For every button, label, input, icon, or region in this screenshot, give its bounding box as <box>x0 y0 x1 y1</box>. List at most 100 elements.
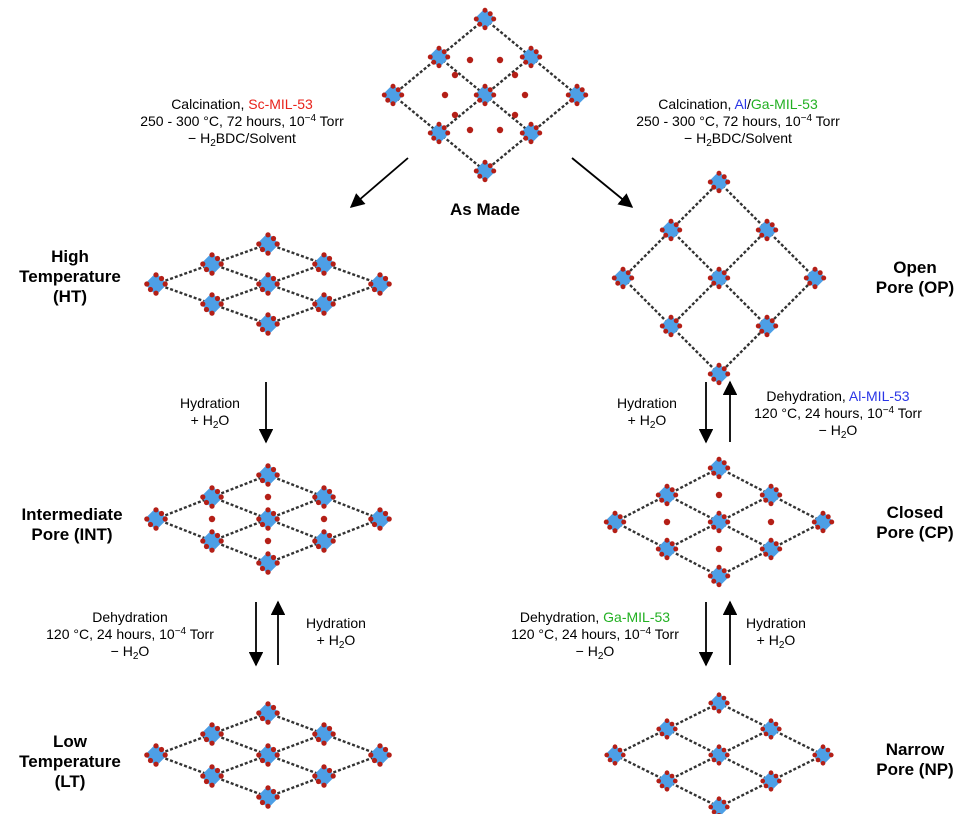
linker <box>267 242 325 266</box>
metal-node <box>760 718 782 740</box>
oxygen-atom <box>209 292 215 298</box>
metal-node <box>708 744 730 766</box>
oxygen-atom <box>203 306 210 313</box>
oxygen-atom <box>144 516 150 522</box>
oxygen-atom <box>214 295 221 302</box>
oxygen-atom <box>615 280 621 286</box>
oxygen-atom <box>487 87 493 93</box>
oxygen-atom <box>721 799 727 805</box>
pressure-exponent: −4 <box>882 405 895 416</box>
oxygen-atom <box>487 11 493 17</box>
water-molecule <box>466 126 474 134</box>
oxygen-atom <box>807 280 813 286</box>
pressure-exponent: −4 <box>800 113 813 124</box>
oxygen-atom <box>477 97 483 103</box>
oxygen-atom <box>473 168 479 174</box>
oxygen-atom <box>707 275 713 281</box>
oxygen-atom <box>655 492 661 498</box>
linker <box>666 466 720 497</box>
open-pore-label: Open Pore (OP) <box>860 258 970 298</box>
oxygen-atom <box>664 537 670 543</box>
metal-node <box>708 692 730 714</box>
oxygen-atom <box>812 752 818 758</box>
oxygen-atom <box>209 503 215 509</box>
metal-node <box>256 312 280 336</box>
metal-node <box>312 529 336 553</box>
metal-node <box>707 362 731 386</box>
oxygen-atom <box>326 255 333 262</box>
pressure-exponent: −4 <box>304 113 317 124</box>
linker <box>155 262 213 286</box>
metal-node <box>656 770 678 792</box>
water-molecule <box>663 518 671 526</box>
oxygen-atom <box>200 538 206 544</box>
linker <box>211 517 269 543</box>
oxygen-atom <box>326 295 333 302</box>
oxygen-atom <box>377 761 383 767</box>
oxygen-atom <box>256 710 262 716</box>
metal-node <box>312 764 336 788</box>
water-molecule <box>496 56 504 64</box>
oxygen-atom <box>668 314 674 320</box>
oxygen-atom <box>574 101 580 107</box>
metal-node <box>256 463 280 487</box>
linker <box>323 262 381 286</box>
oxygen-atom <box>612 760 618 766</box>
oxygen-atom <box>312 538 318 544</box>
oxygen-atom <box>519 54 525 60</box>
linker <box>155 517 213 543</box>
oxygen-atom <box>533 125 539 131</box>
oxygen-atom <box>315 306 322 313</box>
oxygen-atom <box>321 782 327 788</box>
oxygen-atom <box>711 705 717 711</box>
linker <box>323 753 381 778</box>
linker <box>666 493 720 524</box>
oxygen-atom <box>265 743 271 749</box>
oxygen-atom <box>209 740 215 746</box>
oxygen-atom <box>721 747 727 753</box>
water-prefix: + H <box>627 412 650 428</box>
oxygen-atom <box>768 770 774 776</box>
high-temperature-label: High Temperature (HT) <box>0 247 140 307</box>
calcination-label: Calcination, <box>658 96 735 112</box>
oxygen-atom <box>209 782 215 788</box>
oxygen-atom <box>321 503 327 509</box>
oxygen-atom <box>436 121 442 127</box>
oxygen-atom <box>265 290 271 296</box>
linker <box>267 732 325 757</box>
oxygen-atom <box>669 487 675 493</box>
oxygen-atom <box>811 519 817 525</box>
metal-node <box>755 218 779 242</box>
linker <box>211 473 269 499</box>
metal-node <box>519 121 543 145</box>
linker <box>666 520 720 551</box>
oxygen-atom <box>270 510 277 517</box>
oxygen-atom <box>716 284 722 290</box>
oxygen-atom <box>431 135 437 141</box>
oxygen-atom <box>569 97 575 103</box>
water-molecule <box>511 111 519 119</box>
oxygen-atom <box>382 510 389 517</box>
oxygen-atom <box>162 281 168 287</box>
oxygen-atom <box>612 744 618 750</box>
oxygen-atom <box>716 266 722 272</box>
linker <box>155 495 213 521</box>
linker <box>323 517 381 543</box>
linker <box>484 94 532 134</box>
dehydration-al-annotation: Dehydration, Al-MIL-53 120 °C, 24 hours,… <box>738 388 938 441</box>
metal-node <box>144 743 168 767</box>
oxygen-atom <box>274 241 280 247</box>
dehydration-int-lt-annotation: Dehydration 120 °C, 24 hours, 10−4 Torr … <box>20 609 240 662</box>
np-structure <box>604 692 834 814</box>
water-suffix: O <box>846 422 858 438</box>
oxygen-atom <box>368 516 374 522</box>
oxygen-atom <box>721 695 727 701</box>
metal-node <box>312 722 336 746</box>
oxygen-atom <box>707 573 713 579</box>
water-prefix: + H <box>190 412 213 428</box>
oxygen-atom <box>209 485 215 491</box>
oxygen-atom <box>607 757 613 763</box>
oxygen-atom <box>759 232 765 238</box>
label-line: Pore (OP) <box>875 278 955 297</box>
oxygen-atom <box>711 809 717 814</box>
